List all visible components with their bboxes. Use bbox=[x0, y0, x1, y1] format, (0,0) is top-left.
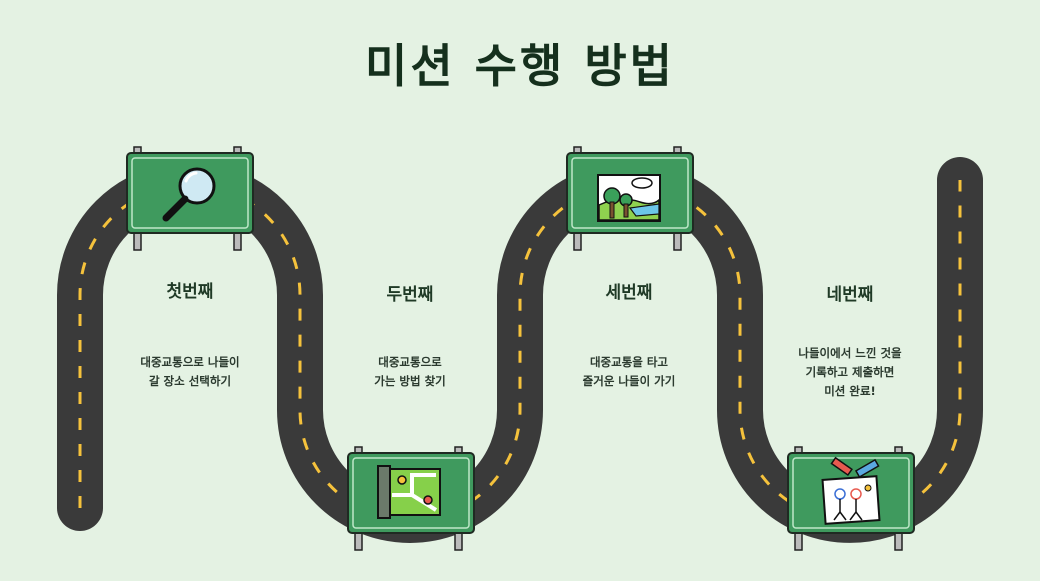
sign-step-1 bbox=[126, 146, 254, 251]
step-4-description: 나들이에서 느낀 것을 기록하고 제출하면 미션 완료! bbox=[798, 346, 902, 398]
magnifier-icon bbox=[162, 167, 216, 222]
map-icon bbox=[377, 465, 441, 519]
step-2-description: 대중교통으로 가는 방법 찾기 bbox=[374, 355, 446, 388]
step-4-label: 네번째 bbox=[826, 285, 874, 305]
sign-step-4 bbox=[787, 446, 915, 551]
page-title: 미션 수행 방법 bbox=[365, 39, 675, 93]
drawing-paper-icon bbox=[821, 456, 881, 525]
park-landscape-icon bbox=[597, 174, 661, 222]
step-1-description: 대중교통으로 나들이 갈 장소 선택하기 bbox=[140, 355, 240, 388]
sign-step-3 bbox=[566, 146, 694, 251]
step-3-label: 세번째 bbox=[605, 283, 653, 303]
step-1-label: 첫번째 bbox=[166, 282, 214, 302]
sign-step-2 bbox=[347, 446, 475, 551]
step-2-label: 두번째 bbox=[386, 285, 434, 305]
step-3-description: 대중교통을 타고 즐거운 나들이 가기 bbox=[582, 355, 676, 388]
